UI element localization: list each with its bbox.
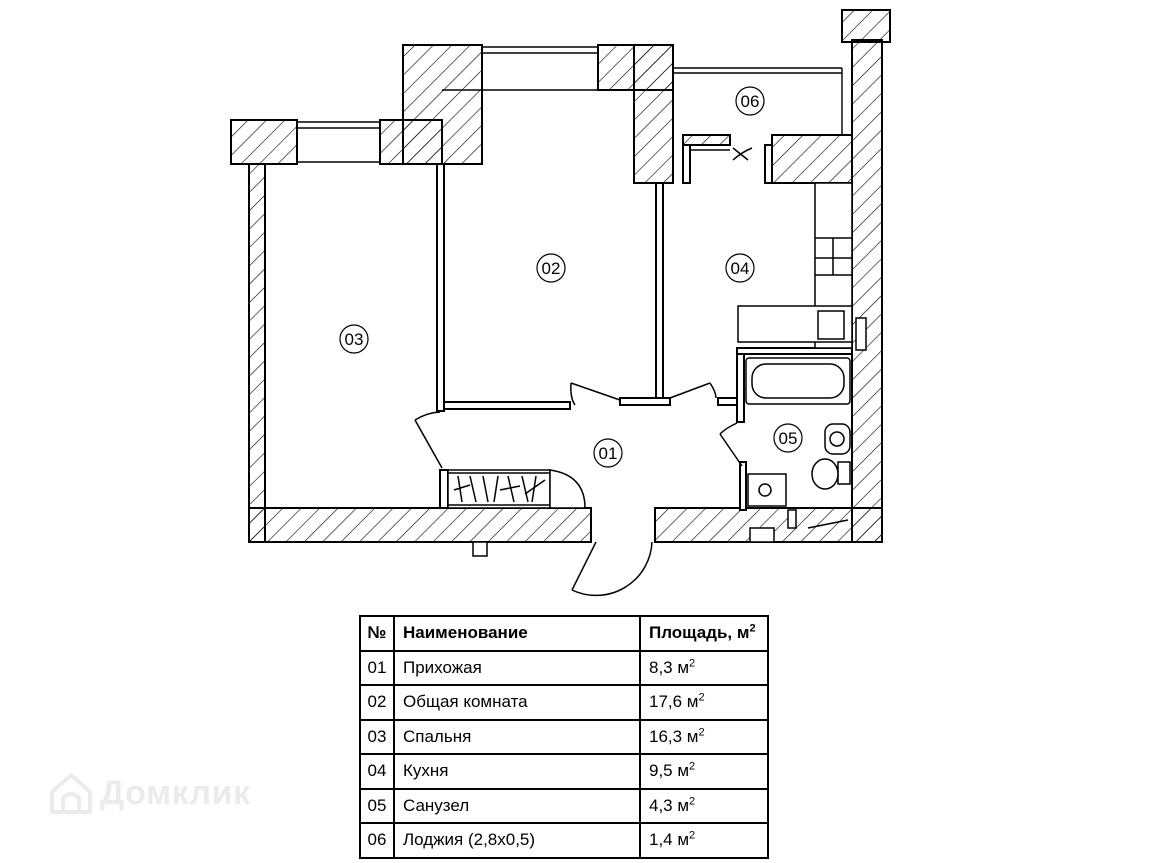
room-area: 17,6 м2 [639,684,769,721]
room-name: Прихожая [393,649,641,686]
watermark-text: Домклик [100,773,251,812]
svg-text:06: 06 [741,92,760,111]
table-row: 06 Лоджия (2,8х0,5) 1,4 м2 [359,822,769,859]
table-row: 05 Санузел 4,3 м2 [359,787,769,824]
room-name: Лоджия (2,8х0,5) [393,822,641,859]
svg-text:02: 02 [542,259,561,278]
svg-text:05: 05 [779,429,798,448]
room-label-04: 04 [725,253,755,283]
room-label-06: 06 [735,86,765,116]
kitchen-cabinets [737,182,867,351]
table-row: 03 Спальня 16,3 м2 [359,718,769,755]
room-name: Санузел [393,787,641,824]
room-name: Спальня [393,718,641,755]
room-area: 9,5 м2 [639,753,769,790]
room-area: 16,3 м2 [639,718,769,755]
unit-sup: 2 [698,726,705,739]
table-row: 01 Прихожая 8,3 м2 [359,649,769,686]
unit-sup: 2 [689,657,696,670]
bathroom-fixtures [745,357,851,543]
room-area: 1,4 м2 [639,822,769,859]
header-name: Наименование [393,615,641,652]
room-area-value: 16,3 м [649,726,699,746]
room-area: 8,3 м2 [639,649,769,686]
exterior-walls [230,9,891,543]
room-labels: 01 02 03 04 05 06 [339,86,803,468]
svg-text:04: 04 [731,259,750,278]
header-area-unit-sup: 2 [749,622,756,635]
room-area-value: 4,3 м [649,795,690,815]
interior-walls [436,144,853,511]
unit-sup: 2 [689,760,696,773]
room-name: Общая комната [393,684,641,721]
unit-sup: 2 [698,691,705,704]
svg-text:03: 03 [345,330,364,349]
header-area-label: Площадь, м [649,623,750,643]
room-number: 01 [359,649,395,686]
room-area: 4,3 м2 [639,787,769,824]
table-row: 04 Кухня 9,5 м2 [359,753,769,790]
room-area-table: № Наименование Площадь, м2 01 Прихожая 8… [359,615,769,859]
wardrobe [447,469,586,509]
header-area: Площадь, м2 [639,615,769,652]
room-number: 02 [359,684,395,721]
table-row: 02 Общая комната 17,6 м2 [359,684,769,721]
windows [297,46,843,183]
unit-sup: 2 [689,795,696,808]
table-header-row: № Наименование Площадь, м2 [359,615,769,652]
unit-sup: 2 [689,829,696,842]
room-label-03: 03 [339,324,369,354]
room-number: 06 [359,822,395,859]
room-label-02: 02 [536,253,566,283]
room-number: 04 [359,753,395,790]
room-name: Кухня [393,753,641,790]
room-area-value: 9,5 м [649,761,690,781]
room-number: 03 [359,718,395,755]
room-label-01: 01 [593,438,623,468]
watermark: Домклик [48,770,251,816]
doors [414,147,753,597]
floor-plan: 01 02 03 04 05 06 [230,9,891,597]
room-area-value: 8,3 м [649,657,690,677]
house-logo-icon [50,773,92,814]
header-number: № [359,615,395,652]
room-area-value: 1,4 м [649,830,690,850]
room-number: 05 [359,787,395,824]
svg-text:01: 01 [599,444,618,463]
room-area-value: 17,6 м [649,692,699,712]
room-label-05: 05 [773,423,803,453]
